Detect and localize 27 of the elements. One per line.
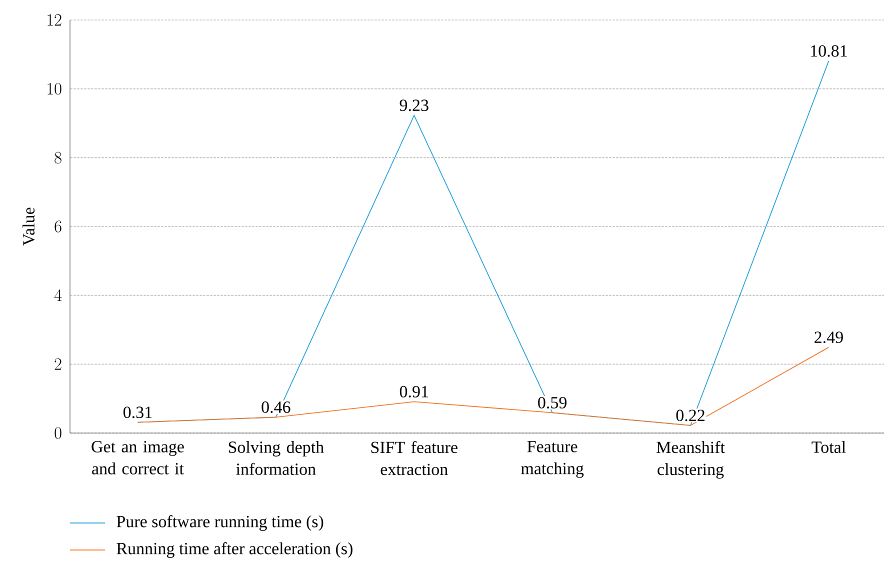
annotation: 0.46 bbox=[262, 401, 290, 413]
y-tick-label: 12 bbox=[48, 14, 62, 26]
line-chart: Get an image and correct it Solving depth information SIFT feature extraction Feature matching Meanshift clustering Total 0 2 4 6 8 10 12 0.31 0.46 9.23 0.91 0.59 0.22 10.81 2.49 Value bbox=[22, 14, 884, 479]
y-tick-label: 10 bbox=[48, 82, 62, 95]
annotation: 0.59 bbox=[538, 396, 567, 408]
legend-item: Running time after acceleration (s) bbox=[70, 542, 352, 558]
x-tick-label: Solving depth information bbox=[228, 441, 324, 475]
y-tick-label: 4 bbox=[54, 289, 62, 301]
x-tick-label: Feature matching bbox=[521, 440, 584, 478]
y-tick-label: 2 bbox=[54, 358, 62, 370]
legend-label: Running time after acceleration (s) bbox=[116, 542, 352, 558]
legend-item: Pure software running time (s) bbox=[70, 515, 324, 531]
annotation: 9.23 bbox=[400, 100, 428, 112]
annotation: 2.49 bbox=[814, 332, 843, 344]
x-tick-label: Total bbox=[812, 441, 846, 453]
x-tick-label: SIFT feature extraction bbox=[371, 441, 458, 476]
annotation: 10.81 bbox=[811, 45, 847, 57]
y-axis-title: Value bbox=[22, 208, 35, 246]
y-tick-label: 6 bbox=[54, 220, 62, 232]
y-tick-label: 8 bbox=[54, 152, 62, 164]
annotation: 0.91 bbox=[400, 386, 428, 398]
y-tick-label: 0 bbox=[54, 427, 62, 439]
legend-label: Pure software running time (s) bbox=[116, 515, 324, 531]
annotation: 0.31 bbox=[123, 406, 152, 418]
annotation: 0.22 bbox=[676, 410, 704, 422]
x-tick-label: Meanshift clustering bbox=[656, 441, 725, 479]
x-tick-label: Get an image and correct it bbox=[92, 440, 184, 474]
